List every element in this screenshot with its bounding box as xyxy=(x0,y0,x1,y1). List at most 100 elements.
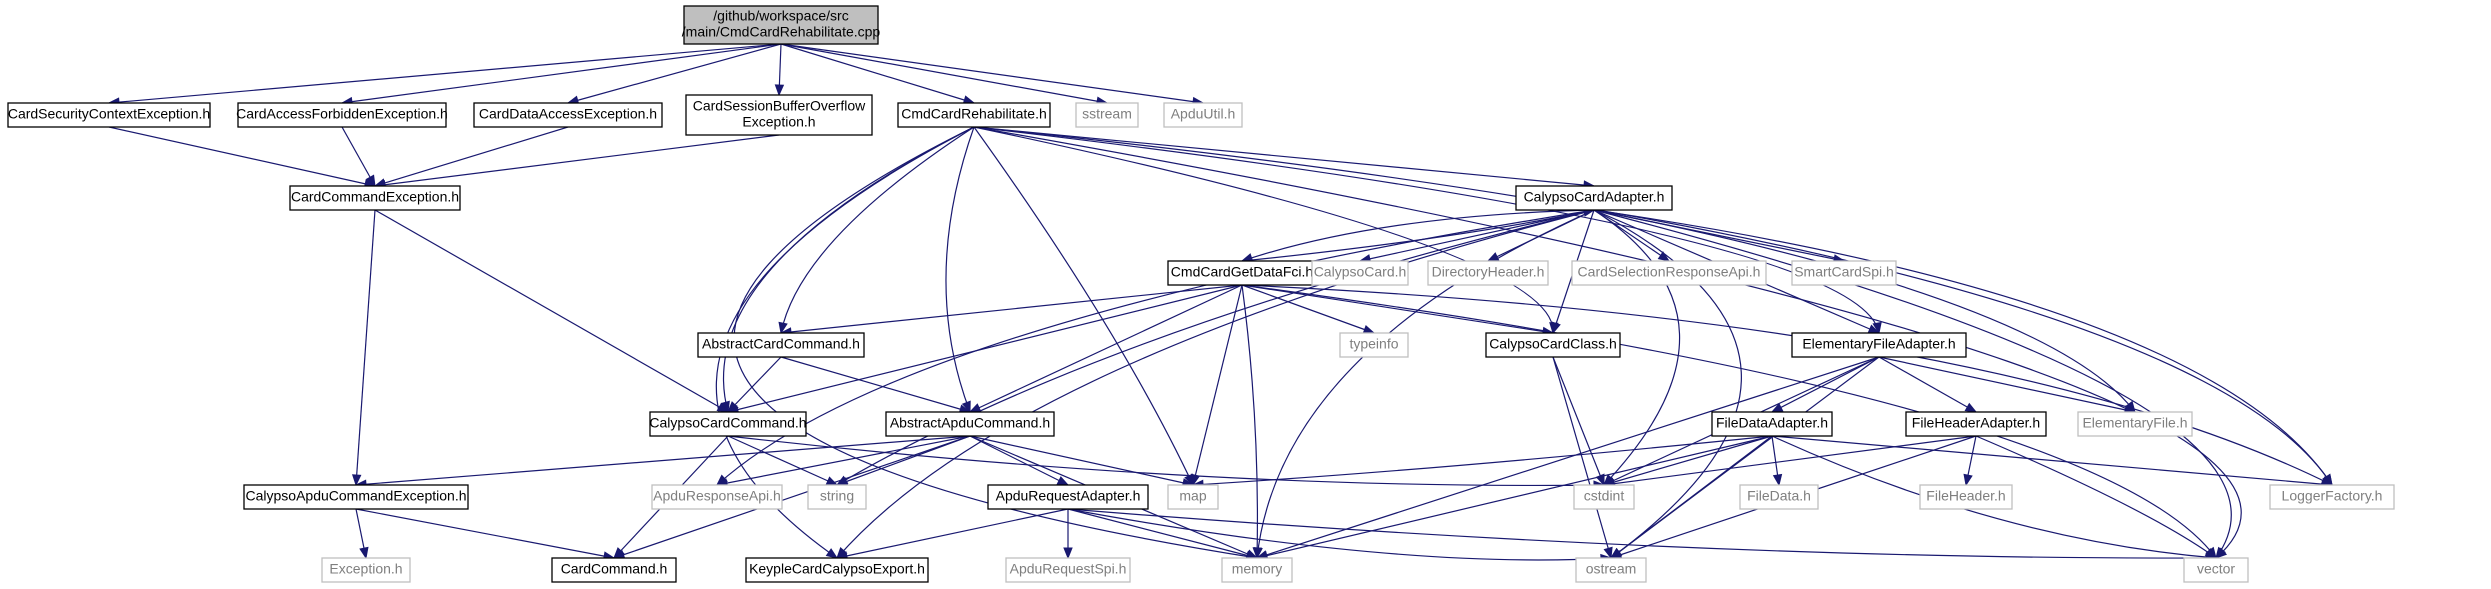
edge-line xyxy=(374,126,569,187)
node-root[interactable]: /github/workspace/src/main/CmdCardRehabi… xyxy=(682,5,881,45)
edge-cmd-card-get-data-fci-to-map xyxy=(1190,284,1243,487)
arrowhead xyxy=(774,84,785,97)
edge-line xyxy=(723,126,975,413)
edge-line xyxy=(1256,209,1595,559)
node-box xyxy=(473,102,663,128)
node-abstract-apdu-command[interactable]: AbstractApduCommand.h xyxy=(885,411,1055,437)
node-cstdint: cstdint xyxy=(1573,484,1635,510)
edge-calypso-card-adapter-to-vector xyxy=(1593,209,2232,560)
edge-line xyxy=(1771,435,2333,486)
node-layer: /github/workspace/src/main/CmdCardRehabi… xyxy=(7,5,2395,583)
node-elementary-file-adapter[interactable]: ElementaryFileAdapter.h xyxy=(1791,332,1967,358)
edge-line xyxy=(973,126,1194,486)
node-box xyxy=(1515,185,1673,211)
edge-line xyxy=(780,356,971,413)
node-label: ElementaryFileAdapter.h xyxy=(1802,336,1955,352)
edge-line xyxy=(973,126,2333,486)
node-apdu-request-adapter[interactable]: ApduRequestAdapter.h xyxy=(987,484,1149,510)
edge-calypso-apdu-command-exception-to-card-command xyxy=(355,508,616,561)
edge-elementary-file-adapter-to-memory xyxy=(1255,356,1880,560)
node-calypso-apdu-command-exception[interactable]: CalypsoApduCommandException.h xyxy=(243,484,469,510)
arrowhead xyxy=(1770,402,1784,413)
edge-line xyxy=(1241,209,1595,262)
edge-line xyxy=(1593,209,2333,486)
edge-root-to-card-security-context-exception xyxy=(107,43,782,107)
arrowhead xyxy=(968,403,982,413)
node-box xyxy=(551,557,677,583)
node-box xyxy=(697,332,865,358)
node-calypso-card-class[interactable]: CalypsoCardClass.h xyxy=(1485,332,1621,358)
edge-cmd-card-get-data-fci-to-typeinfo xyxy=(1241,284,1376,334)
edge-line xyxy=(1552,356,1612,559)
node-label: CardCommandException.h xyxy=(291,189,459,205)
arrowhead xyxy=(1362,324,1376,334)
edge-line xyxy=(1241,209,1595,262)
node-keyple-card-calypso-export[interactable]: KeypleCardCalypsoExport.h xyxy=(745,557,929,583)
edge-line xyxy=(969,435,1194,486)
edge-cmd-card-get-data-fci-to-memory xyxy=(1241,284,1262,560)
node-card-command-exception[interactable]: CardCommandException.h xyxy=(289,185,461,211)
node-file-data-adapter[interactable]: FileDataAdapter.h xyxy=(1711,411,1833,437)
arrowhead xyxy=(1190,473,1201,487)
edge-line xyxy=(1975,435,2217,559)
node-box xyxy=(243,484,469,510)
edge-line xyxy=(1192,284,1243,486)
edge-line xyxy=(973,126,2242,559)
node-map: map xyxy=(1167,484,1219,510)
edge-line xyxy=(727,284,1243,413)
node-cmd-card-get-data-fci[interactable]: CmdCardGetDataFci.h xyxy=(1167,260,1317,286)
edge-line xyxy=(567,43,782,104)
node-box xyxy=(2183,557,2249,583)
edge-cmd-card-rehabilitate-to-elementary-file-adapter xyxy=(973,126,1882,335)
edge-file-data-adapter-to-cstdint xyxy=(1602,435,1773,487)
edge-line xyxy=(1256,356,1880,559)
node-string: string xyxy=(807,484,867,510)
node-label: CmdCardRehabilitate.h xyxy=(901,106,1047,122)
node-file-header-adapter[interactable]: FileHeaderAdapter.h xyxy=(1905,411,2047,437)
node-cmd-card-rehabilitate[interactable]: CmdCardRehabilitate.h xyxy=(897,102,1051,128)
arrowhead xyxy=(365,174,376,188)
edge-line xyxy=(716,209,1595,486)
node-box xyxy=(683,5,879,45)
edge-line xyxy=(355,508,615,559)
node-label: CalypsoCardCommand.h xyxy=(649,415,806,431)
edge-line xyxy=(1241,284,2217,559)
edge-card-command-exception-to-calypso-card-command xyxy=(374,209,730,413)
node-card-access-forbidden-exception[interactable]: CardAccessForbiddenException.h xyxy=(236,102,448,128)
node-calypso-card-adapter[interactable]: CalypsoCardAdapter.h xyxy=(1515,185,1673,211)
edge-line xyxy=(1241,284,1375,334)
edge-line xyxy=(727,356,782,413)
node-card-security-context-exception[interactable]: CardSecurityContextException.h xyxy=(7,102,211,128)
arrowhead xyxy=(1551,321,1561,335)
node-abstract-card-command[interactable]: AbstractCardCommand.h xyxy=(697,332,865,358)
node-calypso-card-command[interactable]: CalypsoCardCommand.h xyxy=(649,411,807,437)
edge-line xyxy=(1192,435,1773,486)
edge-line xyxy=(1593,209,1681,486)
edge-apdu-request-adapter-to-ostream xyxy=(1067,508,1613,564)
node-box xyxy=(1311,260,1409,286)
node-apdu-response-api: ApduResponseApi.h xyxy=(651,484,783,510)
edge-elementary-file-adapter-to-file-data-adapter xyxy=(1770,356,1880,413)
node-label: vector xyxy=(2197,561,2235,577)
node-label: CalypsoCardClass.h xyxy=(1489,336,1617,352)
edge-apdu-request-adapter-to-keyple-card-calypso-export xyxy=(835,508,1069,561)
edge-cmd-card-rehabilitate-to-abstract-apdu-command xyxy=(945,126,975,414)
edge-card-access-forbidden-exception-to-card-command-exception xyxy=(341,126,376,188)
edge-abstract-card-command-to-calypso-card-command xyxy=(727,356,782,413)
node-box xyxy=(987,484,1149,510)
edge-line xyxy=(108,43,782,104)
node-ostream: ostream xyxy=(1575,557,1647,583)
node-card-data-access-exception[interactable]: CardDataAccessException.h xyxy=(473,102,663,128)
node-card-command[interactable]: CardCommand.h xyxy=(551,557,677,583)
edge-line xyxy=(374,134,780,187)
node-label: CalypsoApduCommandException.h xyxy=(245,488,466,504)
node-box xyxy=(1339,332,1409,358)
edge-cmd-card-rehabilitate-to-abstract-card-command xyxy=(778,126,975,335)
edge-line xyxy=(1593,209,2136,413)
edge-line xyxy=(780,126,975,334)
edge-line xyxy=(374,209,729,413)
edge-line xyxy=(1603,435,1977,486)
node-label: ApduRequestSpi.h xyxy=(1010,561,1127,577)
